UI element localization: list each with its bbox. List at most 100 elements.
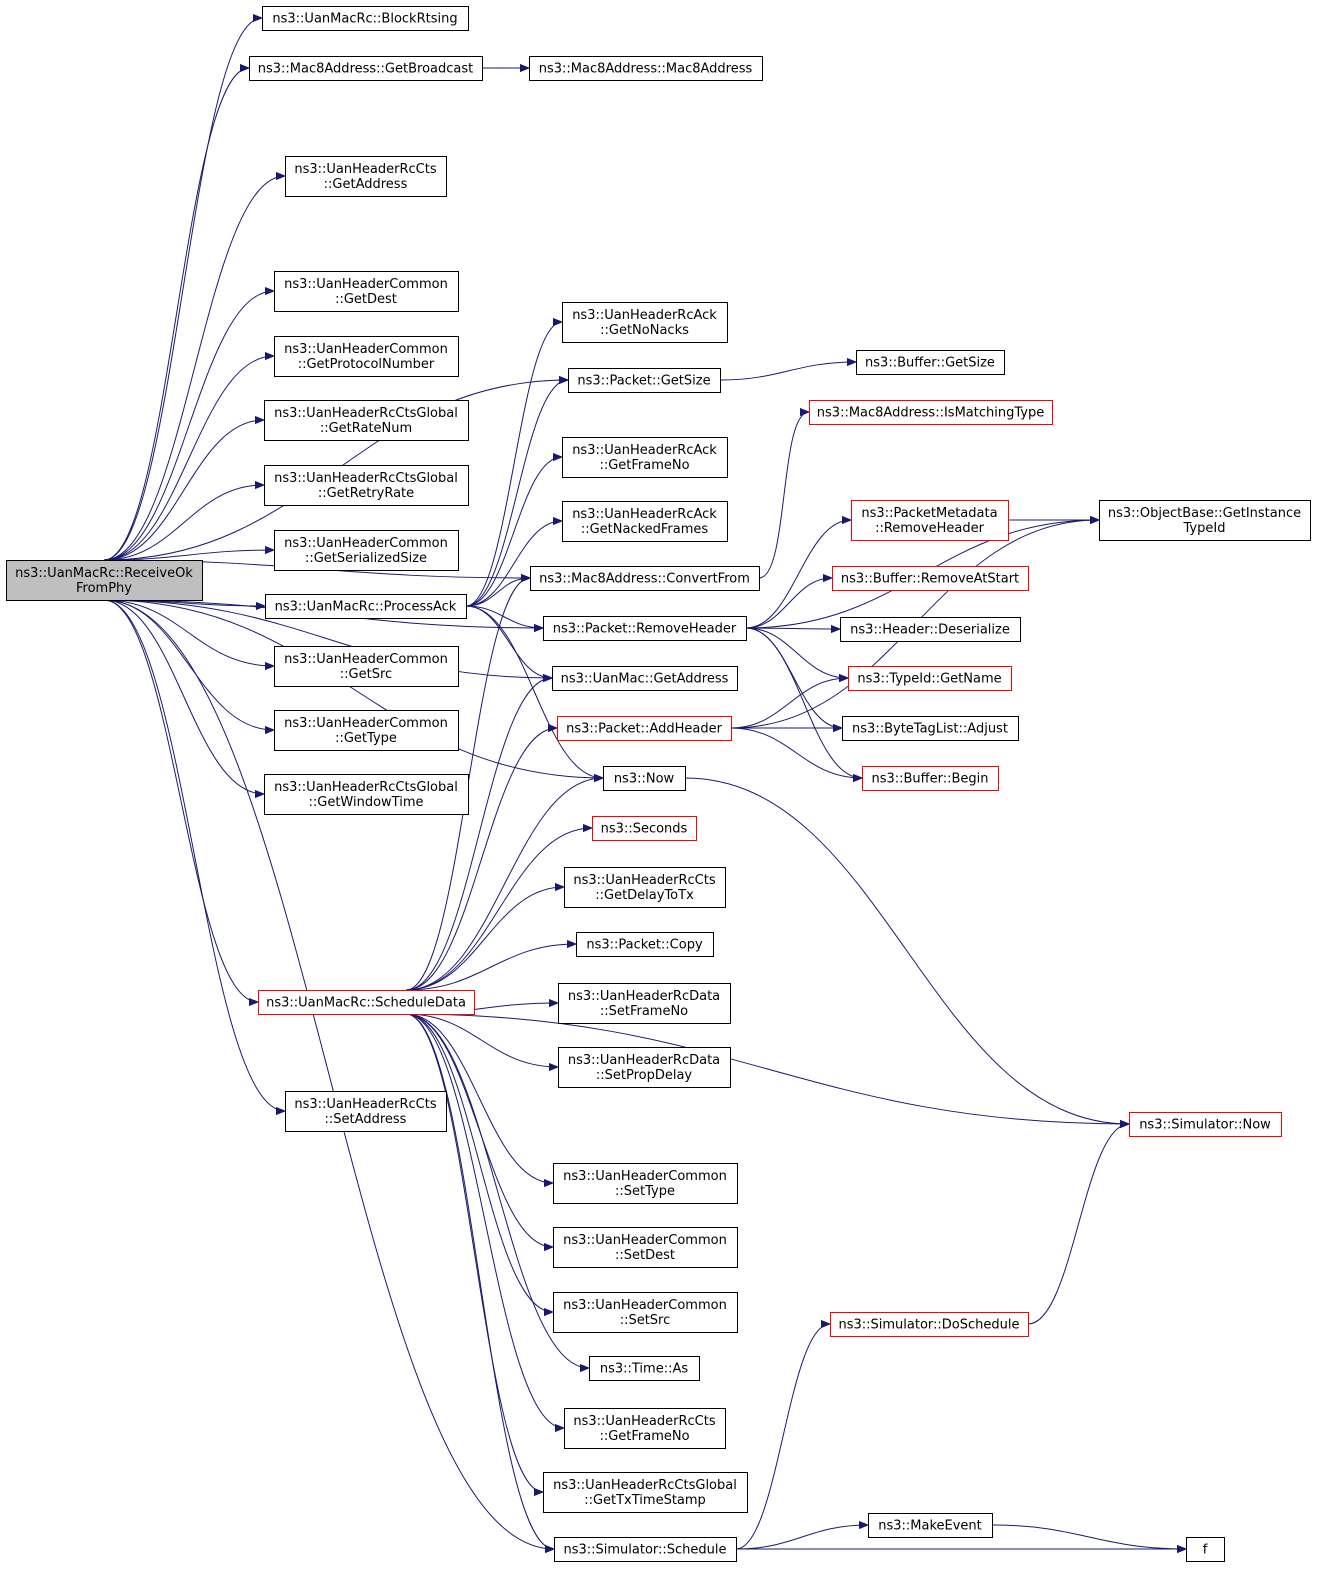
node-seconds[interactable]: ns3::Seconds <box>592 816 697 841</box>
node-label: ns3::UanMacRc::ProcessAck <box>275 600 457 615</box>
node-bytetag[interactable]: ns3::ByteTagList::Adjust <box>842 716 1019 741</box>
node-simnow[interactable]: ns3::Simulator::Now <box>1129 1112 1282 1137</box>
edge-scheduledata-to-ggettxts <box>405 1013 543 1492</box>
node-csetdest[interactable]: ns3::UanHeaderCommon::SetDest <box>553 1227 738 1268</box>
node-convertfrom[interactable]: ns3::Mac8Address::ConvertFrom <box>530 566 760 591</box>
node-ctssetaddr[interactable]: ns3::UanHeaderRcCts::SetAddress <box>285 1091 447 1132</box>
node-label: ns3::UanMac::GetAddress <box>561 672 729 687</box>
node-label: ::GetRetryRate <box>318 486 414 501</box>
node-addheader[interactable]: ns3::Packet::AddHeader <box>557 716 732 741</box>
node-label: ns3::Seconds <box>601 822 688 837</box>
edge-scheduledata-to-pktcopy <box>405 944 576 991</box>
node-ctsgetdelay[interactable]: ns3::UanHeaderRcCts::GetDelayToTx <box>564 867 726 908</box>
node-ackgetnacked[interactable]: ns3::UanHeaderRcAck::GetNackedFrames <box>562 501 728 542</box>
node-box <box>851 500 1009 541</box>
node-label: ns3::Buffer::RemoveAtStart <box>841 572 1019 587</box>
edge-root-to-getbcast <box>103 68 249 561</box>
node-removeheader[interactable]: ns3::Packet::RemoveHeader <box>543 616 747 641</box>
node-ctsgetframe[interactable]: ns3::UanHeaderRcCts::GetFrameNo <box>564 1408 726 1449</box>
node-label: ns3::UanHeaderRcAck <box>572 507 717 522</box>
node-box <box>274 646 459 687</box>
node-mac8ctor[interactable]: ns3::Mac8Address::Mac8Address <box>529 56 763 81</box>
node-makeevent[interactable]: ns3::MakeEvent <box>868 1513 993 1538</box>
edge-root-to-uanmacgetaddr <box>103 599 552 678</box>
node-timeas[interactable]: ns3::Time::As <box>589 1356 700 1381</box>
node-pktgetsize[interactable]: ns3::Packet::GetSize <box>568 368 721 393</box>
node-bufgetsize[interactable]: ns3::Buffer::GetSize <box>856 350 1005 375</box>
node-label: ::SetPropDelay <box>596 1068 693 1083</box>
node-ackgetnonacks[interactable]: ns3::UanHeaderRcAck::GetNoNacks <box>562 302 728 343</box>
edge-scheduledata-to-csettype <box>405 1013 553 1183</box>
node-ggetwin[interactable]: ns3::UanHeaderRcCtsGlobal::GetWindowTime <box>264 774 469 815</box>
node-box <box>274 710 459 751</box>
node-label: ns3::UanHeaderRcAck <box>572 308 717 323</box>
node-box <box>264 465 469 506</box>
node-block[interactable]: ns3::UanMacRc::BlockRtsing <box>262 6 469 31</box>
edge-scheduledata-to-addheader <box>405 728 557 991</box>
node-cgettype[interactable]: ns3::UanHeaderCommon::GetType <box>274 710 459 751</box>
node-box <box>1186 1537 1225 1562</box>
edge-root-to-ggetretry <box>103 485 264 561</box>
node-now[interactable]: ns3::Now <box>603 766 686 791</box>
node-label: ::SetFrameNo <box>600 1004 688 1019</box>
node-box <box>553 1227 738 1268</box>
node-cgetdest[interactable]: ns3::UanHeaderCommon::GetDest <box>274 271 459 312</box>
node-ggettxts[interactable]: ns3::UanHeaderRcCtsGlobal::GetTxTimeStam… <box>543 1472 748 1513</box>
node-label: f <box>1203 1543 1208 1558</box>
node-datasetprop[interactable]: ns3::UanHeaderRcData::SetPropDelay <box>558 1047 731 1088</box>
node-f[interactable]: f <box>1186 1537 1225 1562</box>
node-box <box>249 56 483 81</box>
node-deserialize[interactable]: ns3::Header::Deserialize <box>840 617 1021 642</box>
edge-root-to-cgetproto <box>103 356 274 561</box>
edge-addheader-to-typeidname <box>730 678 848 729</box>
node-csetsrc[interactable]: ns3::UanHeaderCommon::SetSrc <box>553 1292 738 1333</box>
node-cgetser[interactable]: ns3::UanHeaderCommon::GetSerializedSize <box>274 530 459 571</box>
node-simschedule[interactable]: ns3::Simulator::Schedule <box>554 1537 737 1562</box>
edge-removeheader-to-typeidname <box>745 627 848 678</box>
node-box <box>562 302 728 343</box>
node-removeatstart[interactable]: ns3::Buffer::RemoveAtStart <box>832 566 1029 591</box>
node-uanmacgetaddr[interactable]: ns3::UanMac::GetAddress <box>552 666 738 691</box>
node-box <box>562 437 728 478</box>
node-box <box>568 368 721 393</box>
node-doschedule[interactable]: ns3::Simulator::DoSchedule <box>830 1312 1029 1337</box>
node-label: ns3::Buffer::Begin <box>871 772 988 787</box>
node-datasetframe[interactable]: ns3::UanHeaderRcData::SetFrameNo <box>558 983 731 1024</box>
edge-processack-to-ackgetnacked <box>465 521 562 607</box>
node-processack[interactable]: ns3::UanMacRc::ProcessAck <box>265 594 467 619</box>
node-box <box>265 594 467 619</box>
node-cgetproto[interactable]: ns3::UanHeaderCommon::GetProtocolNumber <box>274 336 459 377</box>
node-scheduledata[interactable]: ns3::UanMacRc::ScheduleData <box>258 990 475 1015</box>
node-label: ns3::UanHeaderCommon <box>284 652 448 667</box>
node-box <box>832 566 1029 591</box>
edge-removeheader-to-removeatstart <box>745 578 832 629</box>
node-box <box>830 1312 1029 1337</box>
node-ackgetframe[interactable]: ns3::UanHeaderRcAck::GetFrameNo <box>562 437 728 478</box>
node-getbcast[interactable]: ns3::Mac8Address::GetBroadcast <box>249 56 483 81</box>
node-label: ns3::Simulator::Now <box>1139 1118 1271 1133</box>
node-label: ns3::Mac8Address::GetBroadcast <box>258 62 473 77</box>
node-label: ns3::UanHeaderRcCts <box>573 1414 715 1429</box>
node-box <box>274 530 459 571</box>
node-label: ns3::Packet::Copy <box>586 938 703 953</box>
node-label: ::GetTxTimeStamp <box>584 1493 706 1508</box>
node-cgetsrc[interactable]: ns3::UanHeaderCommon::GetSrc <box>274 646 459 687</box>
node-pktcopy[interactable]: ns3::Packet::Copy <box>576 932 714 957</box>
node-ismatching[interactable]: ns3::Mac8Address::IsMatchingType <box>809 400 1053 425</box>
node-bufbegin[interactable]: ns3::Buffer::Begin <box>862 766 999 791</box>
node-ctsgetaddr[interactable]: ns3::UanHeaderRcCts::GetAddress <box>285 156 447 197</box>
node-label: ns3::UanHeaderCommon <box>563 1298 727 1313</box>
node-csettype[interactable]: ns3::UanHeaderCommon::SetType <box>553 1163 738 1204</box>
node-ggetrate[interactable]: ns3::UanHeaderRcCtsGlobal::GetRateNum <box>264 400 469 441</box>
node-ggetretry[interactable]: ns3::UanHeaderRcCtsGlobal::GetRetryRate <box>264 465 469 506</box>
node-label: ns3::Header::Deserialize <box>850 623 1010 638</box>
edge-scheduledata-to-csetsrc <box>405 1013 553 1312</box>
node-box <box>557 716 732 741</box>
node-pmremove[interactable]: ns3::PacketMetadata::RemoveHeader <box>851 500 1009 541</box>
node-typeidname[interactable]: ns3::TypeId::GetName <box>848 666 1012 691</box>
node-box <box>285 1091 447 1132</box>
node-box <box>848 666 1012 691</box>
node-box <box>554 1537 737 1562</box>
